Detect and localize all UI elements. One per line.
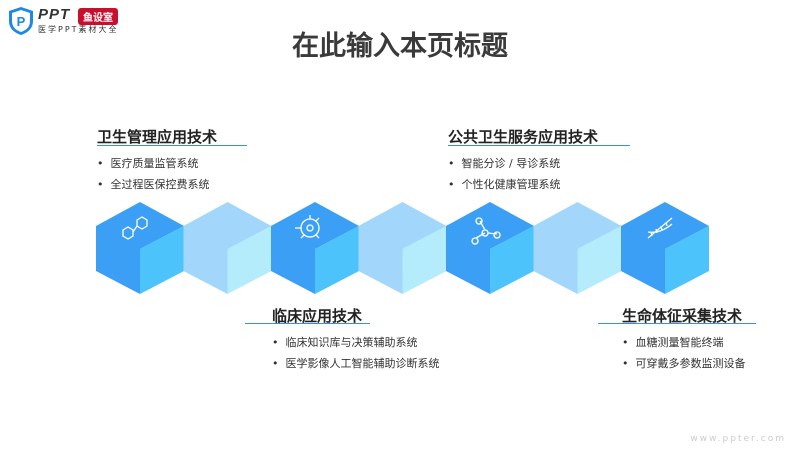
list-item: 智能分诊 / 导诊系统: [448, 153, 598, 174]
cube-face-left: [96, 202, 184, 294]
cube-face-right: [227, 226, 272, 294]
svg-text:P: P: [17, 14, 26, 29]
section-clinical: 临床应用技术 临床知识库与决策辅助系统医学影像人工智能辅助诊断系统: [272, 305, 440, 374]
list-item: 可穿戴多参数监测设备: [622, 353, 746, 374]
section-management: 卫生管理应用技术 医疗质量监管系统全过程医保控费系统: [97, 126, 217, 195]
page-title: 在此输入本页标题: [292, 31, 508, 62]
molecule-icon: [122, 216, 148, 240]
section-heading: 临床应用技术: [272, 307, 363, 325]
cube-dark: [96, 202, 184, 294]
list-item: 医学影像人工智能辅助诊断系统: [272, 353, 440, 374]
cube-face-right: [315, 226, 359, 294]
cube-face-right: [402, 226, 447, 294]
section-heading: 生命体征采集技术: [622, 307, 743, 325]
cube-dark: [446, 202, 534, 294]
list-item: 血糖测量智能终端: [622, 332, 746, 353]
footer-url: www.ppter.com: [690, 434, 786, 444]
logo: P: [8, 6, 148, 36]
cube-face-right: [490, 226, 534, 294]
cube-face-left: [446, 202, 534, 294]
dna-icon: [647, 217, 673, 239]
list-item: 临床知识库与决策辅助系统: [272, 332, 440, 353]
section-public-health: 公共卫生服务应用技术 智能分诊 / 导诊系统个性化健康管理系统: [448, 126, 598, 195]
cube-face-left: [533, 202, 622, 294]
cube-face-left: [358, 202, 447, 294]
heading-underline: [97, 145, 247, 146]
logo-brand: PPT: [38, 6, 71, 23]
cube-light: [183, 202, 272, 294]
cube-face-right: [140, 226, 184, 294]
list-item: 全过程医保控费系统: [97, 174, 217, 195]
logo-slogan: 医学PPT素材大全: [38, 25, 119, 34]
heading-underline: [598, 323, 756, 324]
cell-icon: [295, 215, 320, 239]
heading-underline: [245, 323, 370, 324]
logo-badge: 鱼设室: [78, 8, 118, 25]
list-item: 个性化健康管理系统: [448, 174, 598, 195]
section-heading: 卫生管理应用技术: [97, 128, 218, 146]
cube-face-right: [665, 226, 709, 294]
network-icon: [471, 217, 501, 245]
cube-light: [358, 202, 447, 294]
cube-face-right: [577, 226, 622, 294]
shield-icon: P: [9, 7, 33, 35]
list-item: 医疗质量监管系统: [97, 153, 217, 174]
cube-light: [533, 202, 622, 294]
cube-face-left: [183, 202, 272, 294]
cube-face-left: [621, 202, 709, 294]
section-vital-signs: 生命体征采集技术 血糖测量智能终端可穿戴多参数监测设备: [622, 305, 746, 374]
cube-dark: [271, 202, 359, 294]
cube-face-left: [271, 202, 359, 294]
cube-dark: [621, 202, 709, 294]
heading-underline: [448, 145, 630, 146]
section-heading: 公共卫生服务应用技术: [448, 128, 599, 146]
